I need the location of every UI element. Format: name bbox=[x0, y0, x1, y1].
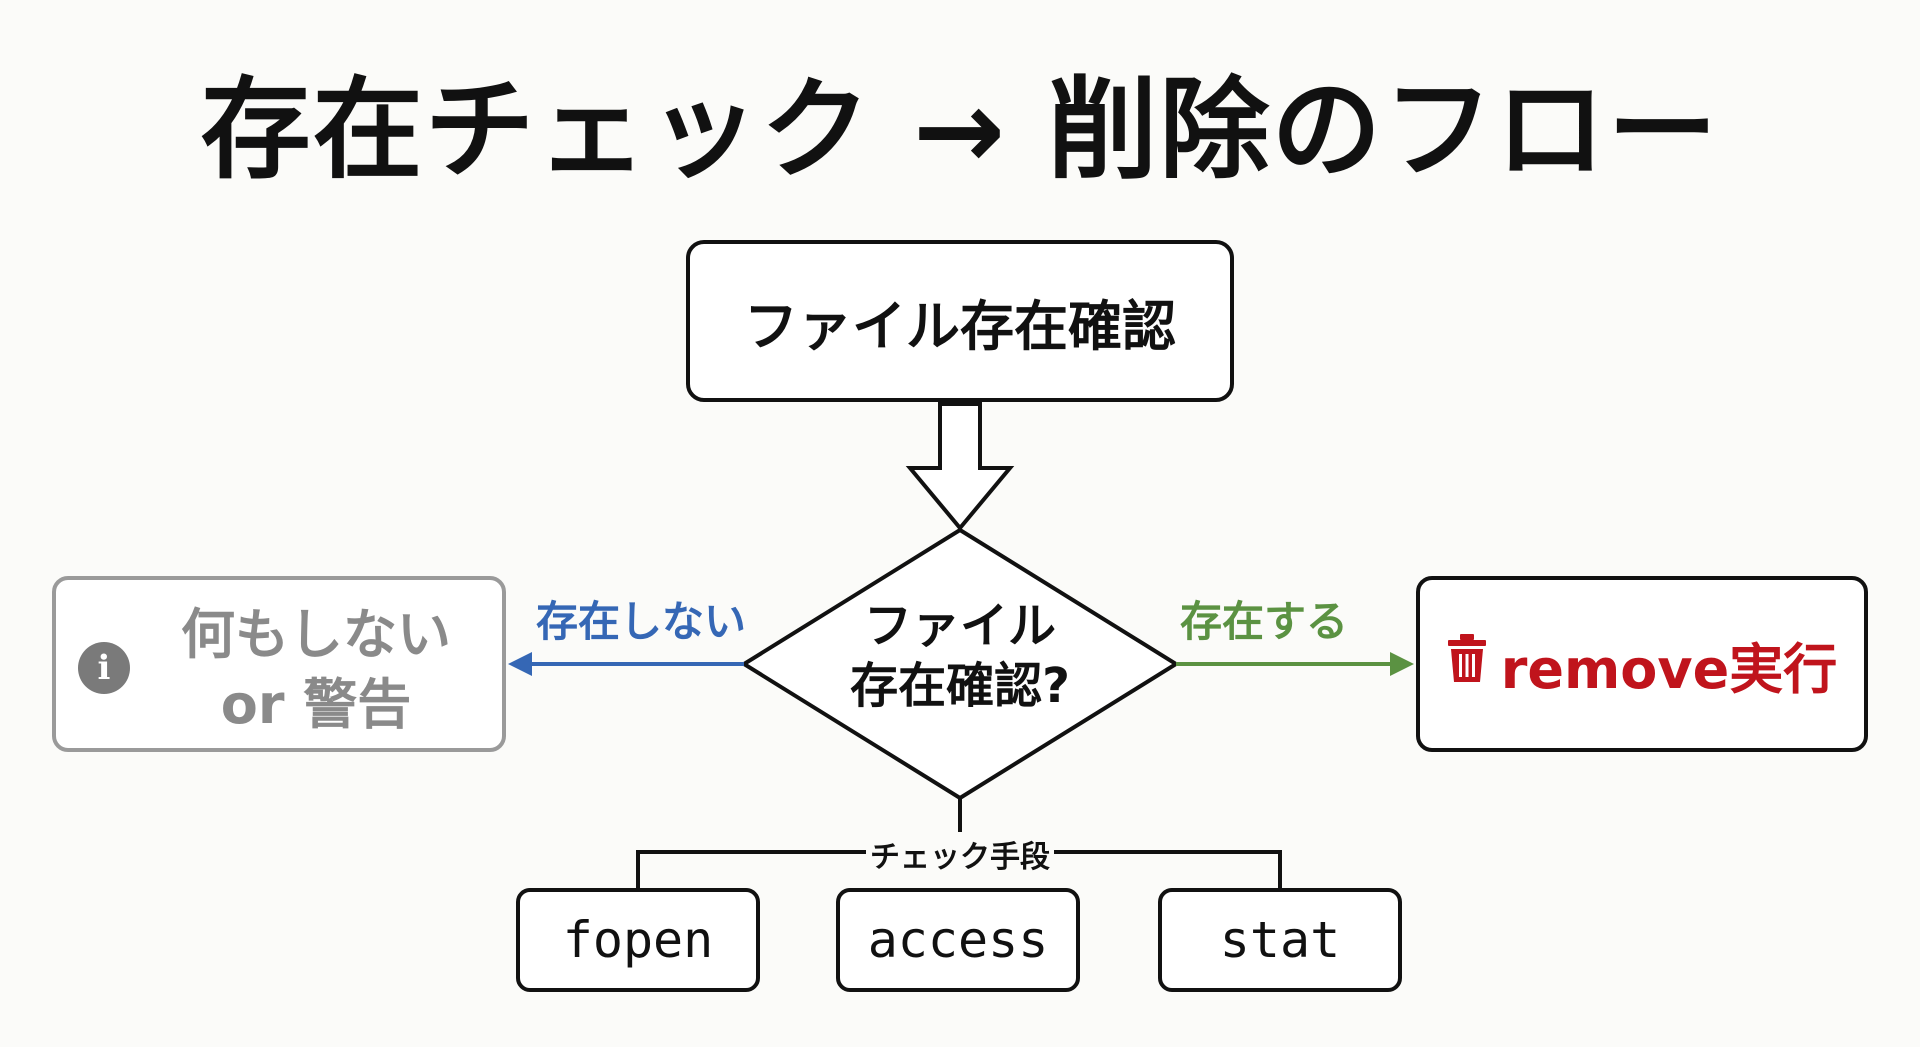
hollow-down-arrow bbox=[905, 402, 1015, 532]
arrow-yes-head bbox=[1390, 652, 1414, 676]
no-action-text: 何もしない or 警告 bbox=[146, 600, 486, 740]
remove-node: remove実行 bbox=[1416, 576, 1868, 752]
remove-node-label: remove実行 bbox=[1500, 637, 1838, 701]
method-fopen: fopen bbox=[516, 888, 760, 992]
methods-bracket-right bbox=[1054, 850, 1282, 888]
method-stat: stat bbox=[1158, 888, 1402, 992]
methods-label: チェック手段 bbox=[866, 832, 1054, 876]
decision-line-2: 存在確認? bbox=[850, 658, 1070, 714]
no-action-line-1: 何もしない bbox=[181, 603, 451, 666]
branch-yes-label: 存在する bbox=[1180, 597, 1349, 646]
info-icon: i bbox=[78, 642, 130, 694]
start-node-label: ファイル存在確認 bbox=[744, 294, 1176, 358]
decision-label: ファイル 存在確認? bbox=[786, 596, 1134, 716]
trash-icon bbox=[1447, 633, 1487, 696]
page-title: 存在チェック → 削除のフロー bbox=[200, 66, 1720, 194]
branch-no-label: 存在しない bbox=[536, 597, 747, 646]
no-action-node: i 何もしない or 警告 bbox=[52, 576, 506, 752]
start-node: ファイル存在確認 bbox=[686, 240, 1234, 402]
methods-bracket-left bbox=[636, 850, 866, 888]
no-action-line-2: or 警告 bbox=[220, 673, 412, 736]
decision-line-1: ファイル bbox=[863, 598, 1056, 654]
arrow-no-head bbox=[508, 652, 532, 676]
method-access: access bbox=[836, 888, 1080, 992]
